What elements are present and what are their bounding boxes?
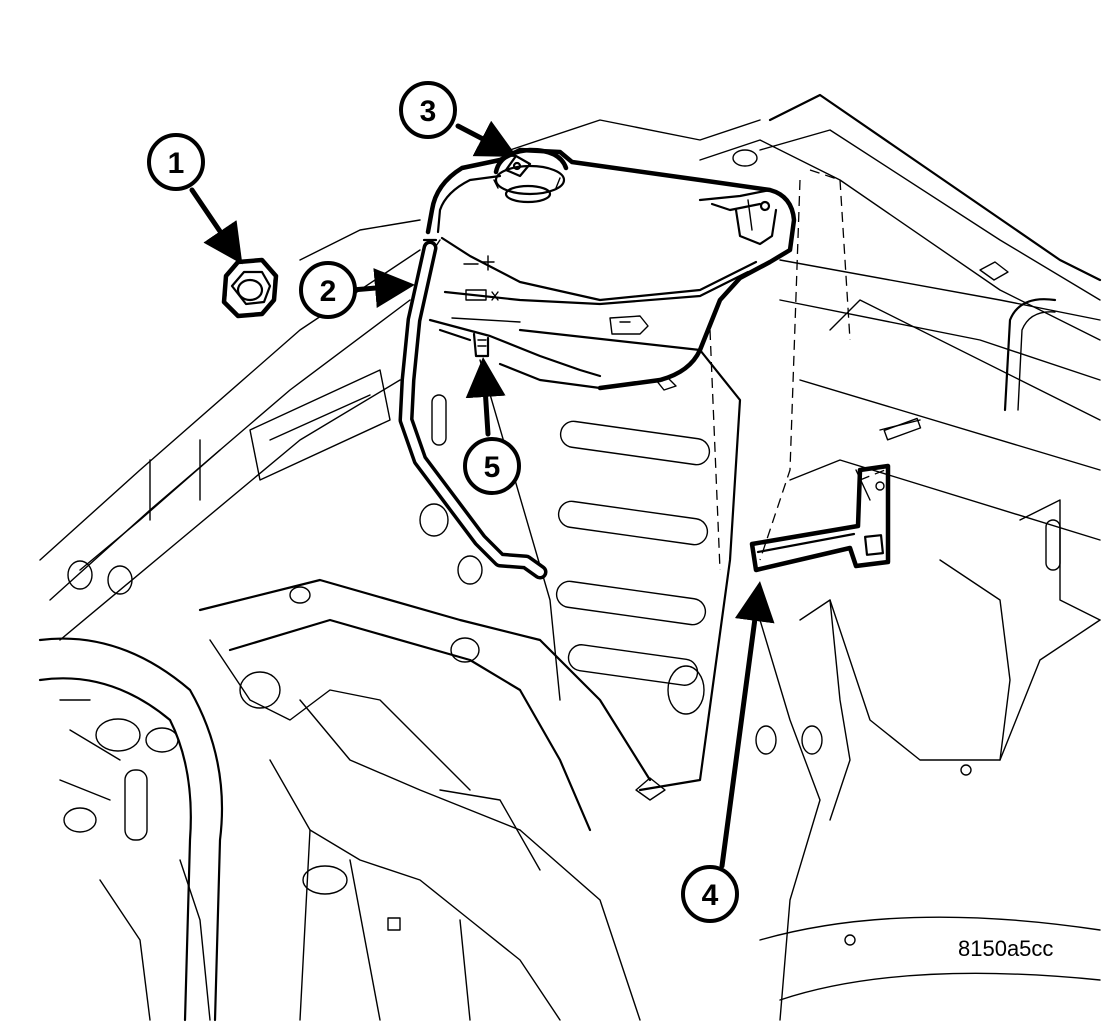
callout-arrows <box>189 120 775 869</box>
callout-3: 3 <box>399 81 457 139</box>
callout-1-label: 1 <box>168 147 185 180</box>
callout-1: 1 <box>147 133 205 191</box>
nut-icon <box>221 257 279 319</box>
callout-2-label: 2 <box>320 275 337 308</box>
coolant-reservoir-icon <box>425 147 797 391</box>
callout-2: 2 <box>299 261 357 319</box>
callout-4: 4 <box>681 865 739 923</box>
callout-1-arrow <box>189 187 243 265</box>
outlet-hose-icon <box>398 238 548 580</box>
pressure-cap-icon <box>493 147 569 204</box>
callout-4-arrow <box>719 581 775 869</box>
callout-4-label: 4 <box>702 879 719 912</box>
callout-5-label: 5 <box>484 451 501 484</box>
callout-2-arrow <box>349 268 415 309</box>
engine-compartment-icon <box>38 93 1102 1022</box>
callout-5: 5 <box>463 437 521 495</box>
mounting-bracket-icon <box>749 463 891 573</box>
callout-3-label: 3 <box>420 95 437 128</box>
figure-code: 8150a5cc <box>958 936 1054 961</box>
callout-5-arrow <box>465 357 506 437</box>
callout-3-arrow <box>455 120 518 157</box>
